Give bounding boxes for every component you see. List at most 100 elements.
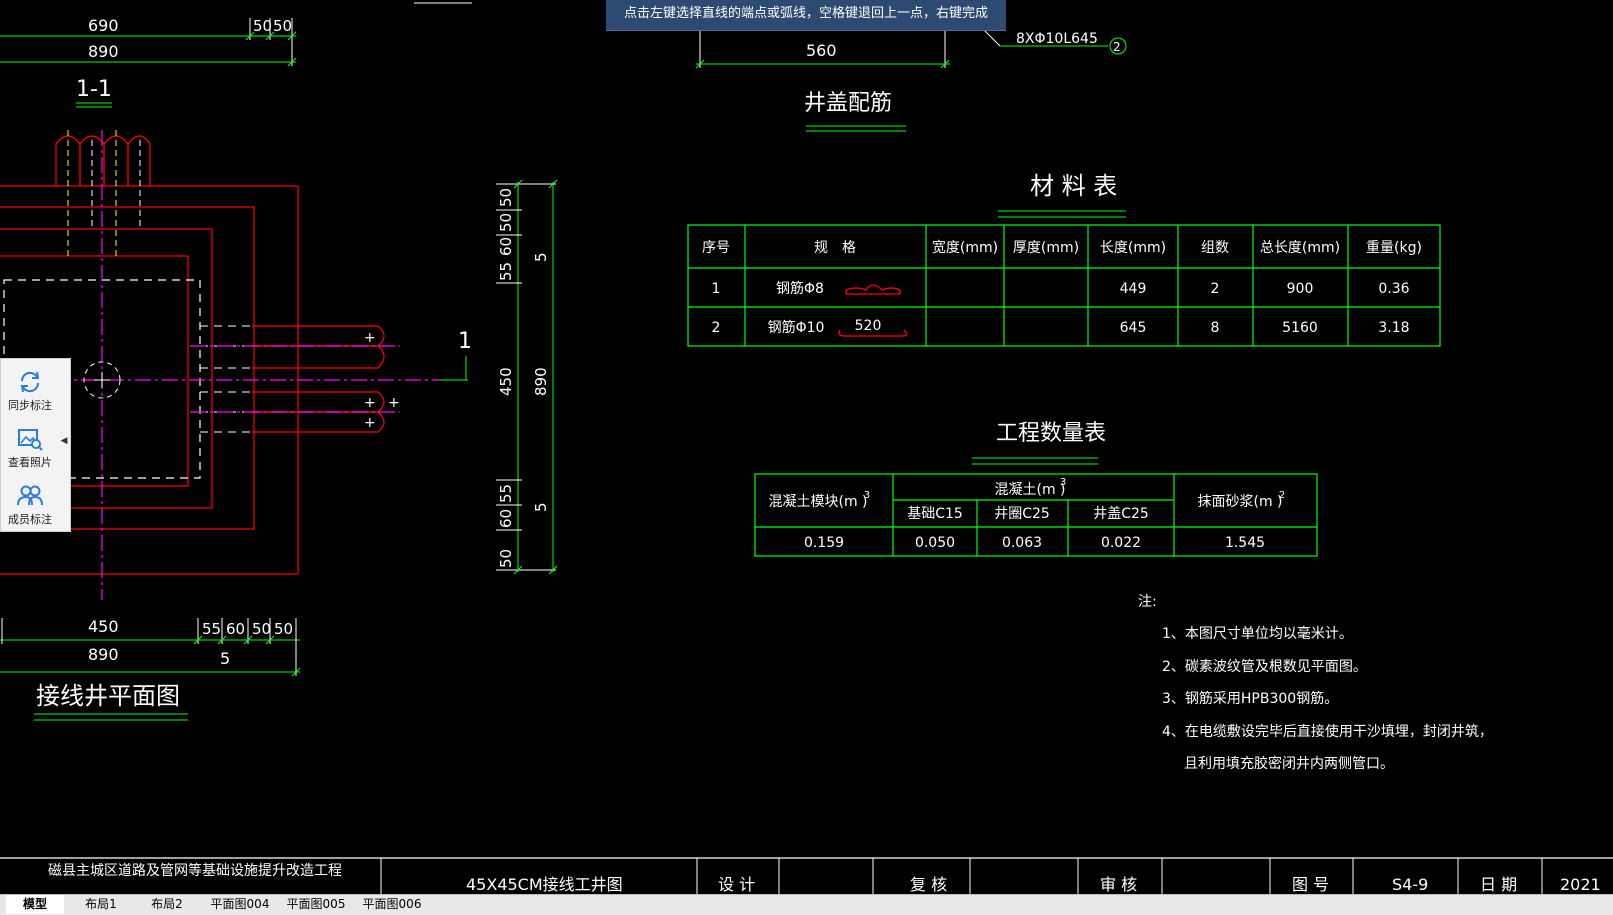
vertical-pipes	[55, 135, 151, 186]
vdim-50c: 50	[497, 549, 515, 568]
tab-layout1[interactable]: 布局1	[85, 897, 117, 911]
mt-r2-length: 645	[1120, 320, 1147, 336]
qt-val-mortar: 1.545	[1225, 535, 1265, 551]
mt-r1-weight: 0.36	[1378, 281, 1409, 297]
svg-text:+: +	[364, 395, 376, 411]
tab-plan004[interactable]: 平面图004	[210, 897, 270, 911]
note-5: 且利用填充胶密闭井内两侧管口。	[1184, 755, 1394, 772]
dim-60: 60	[226, 620, 245, 638]
photo-icon	[18, 429, 43, 451]
qt-col1-sup: 3	[864, 490, 870, 501]
center-mark	[83, 361, 121, 399]
view-photo-label: 查看照片	[8, 456, 52, 469]
mt-r2-weight: 3.18	[1378, 320, 1409, 336]
note-3: 3、钢筋采用HPB300钢筋。	[1162, 690, 1338, 707]
mt-header-length: 长度(mm)	[1100, 240, 1166, 256]
material-table: 材 料 表 序号 规 格 宽度(mm) 厚度(mm) 长度(mm) 组数 总长度…	[687, 172, 1441, 347]
layout-tab-bar: 模型 布局1 布局2 平面图004 平面图005 平面图006	[0, 894, 1613, 915]
mt-r1-no: 1	[712, 281, 721, 297]
members-icon	[17, 485, 43, 506]
design-label: 设 计	[718, 875, 755, 894]
svg-text:+: +	[364, 415, 376, 431]
note-1: 1、本图尺寸单位均以毫米计。	[1162, 625, 1353, 642]
qt-val-c15: 0.050	[915, 535, 955, 551]
mt-r1-total: 900	[1287, 281, 1314, 297]
vdim-55b: 55	[497, 484, 515, 503]
top-dimension-block: 690 50 50 890	[0, 16, 297, 67]
qt-val-cover: 0.022	[1101, 535, 1141, 551]
cover-title: 井盖配筋	[804, 91, 892, 116]
section-label: 1-1	[76, 77, 112, 102]
member-annotation-button[interactable]: 成员标注	[1, 477, 59, 533]
command-hint: 点击左键选择直线的端点或弧线，空格键退回上一点，右键完成	[606, 0, 1006, 31]
mt-header-no: 序号	[702, 240, 730, 256]
notes-heading: 注:	[1138, 594, 1157, 610]
mt-r1-count: 2	[1211, 281, 1220, 297]
sync-icon	[20, 371, 40, 393]
side-dimension-block: 50 50 60 55 5 450 890 55 60 50 5	[496, 179, 558, 575]
plan-title: 接线井平面图	[36, 682, 180, 710]
mt-header-spec: 规 格	[814, 240, 856, 256]
sync-annotation-label: 同步标注	[8, 399, 52, 412]
mt-r2-total: 5160	[1282, 320, 1318, 336]
view-photo-button[interactable]: 查看照片	[1, 420, 59, 476]
vdim-450: 450	[497, 367, 515, 396]
horizontal-pipes	[252, 325, 385, 433]
sync-annotation-button[interactable]: 同步标注	[1, 363, 59, 419]
project-name: 磁县主城区道路及管网等基础设施提升改造工程	[48, 862, 342, 879]
side-tool-panel: 同步标注 查看照片 成员标注 ◀	[0, 358, 71, 532]
member-annotation-label: 成员标注	[8, 513, 52, 526]
rebar-label: 8XΦ10L645	[1016, 31, 1098, 47]
mt-r1-length: 449	[1120, 281, 1147, 297]
qt-val-block: 0.159	[804, 535, 844, 551]
qt-sub-c25-cover: 井盖C25	[1093, 506, 1149, 522]
rebar-shape-1	[845, 284, 901, 295]
qt-concrete-sup: 3	[1060, 477, 1066, 488]
qt-concrete-header: 混凝土(m )	[994, 482, 1065, 498]
centerlines	[0, 130, 440, 600]
drawing-no: S4-9	[1392, 875, 1428, 894]
collapse-panel-icon[interactable]: ◀	[60, 436, 68, 446]
qt-val-ring: 0.063	[1002, 535, 1042, 551]
tab-model[interactable]: 模型	[6, 895, 64, 914]
dim-55: 55	[202, 620, 221, 638]
dim-890-bottom: 890	[88, 645, 119, 664]
quantity-table-title: 工程数量表	[996, 421, 1106, 446]
note-2: 2、碳素波纹管及根数见平面图。	[1162, 659, 1367, 675]
dim-450-bottom: 450	[88, 617, 119, 636]
tab-layout2[interactable]: 布局2	[151, 897, 183, 911]
vdim-50b: 50	[497, 213, 515, 232]
rebar-shape-2	[838, 329, 908, 337]
tab-plan005[interactable]: 平面图005	[286, 897, 346, 911]
qt-last-header: 抹面砂浆(m )	[1197, 494, 1282, 510]
review-label: 复 核	[910, 875, 947, 894]
svg-text:+: +	[388, 395, 400, 411]
svg-text:+: +	[364, 330, 376, 346]
tab-plan006[interactable]: 平面图006	[362, 897, 422, 911]
mt-r2-spec: 钢筋Φ10	[768, 319, 825, 336]
vdim-55: 55	[497, 262, 515, 281]
mt-r2-no: 2	[712, 320, 721, 336]
dim-690: 690	[88, 16, 119, 35]
note-4: 4、在电缆敷设完毕后直接使用干沙填埋，封闭井筑，	[1162, 723, 1493, 740]
vdim-60b: 60	[497, 509, 515, 528]
cover-detail: 560 8XΦ10L645 2 井盖配筋	[414, 2, 1127, 132]
date-label: 日 期	[1480, 875, 1517, 894]
dim-890-top: 890	[88, 42, 119, 61]
cover-dim-560: 560	[806, 41, 837, 60]
bottom-dimension-block: 450 55 60 50 50 890 5	[0, 617, 301, 677]
date-value: 2021	[1560, 875, 1601, 894]
mt-header-width: 宽度(mm)	[932, 239, 998, 256]
vdim-60: 60	[497, 237, 515, 256]
vdim-5-bottom: 5	[532, 502, 550, 512]
mt-header-count: 组数	[1201, 240, 1229, 256]
vdim-50a: 50	[497, 188, 515, 207]
mt-header-thickness: 厚度(mm)	[1013, 240, 1079, 256]
mt-r2-shape-label: 520	[855, 318, 882, 334]
qt-sub-c15: 基础C15	[907, 505, 963, 522]
dim-50b: 50	[273, 17, 292, 35]
approve-label: 审 核	[1100, 875, 1137, 894]
qt-last-sup: 2	[1279, 490, 1285, 501]
mt-header-weight: 重量(kg)	[1366, 240, 1422, 256]
